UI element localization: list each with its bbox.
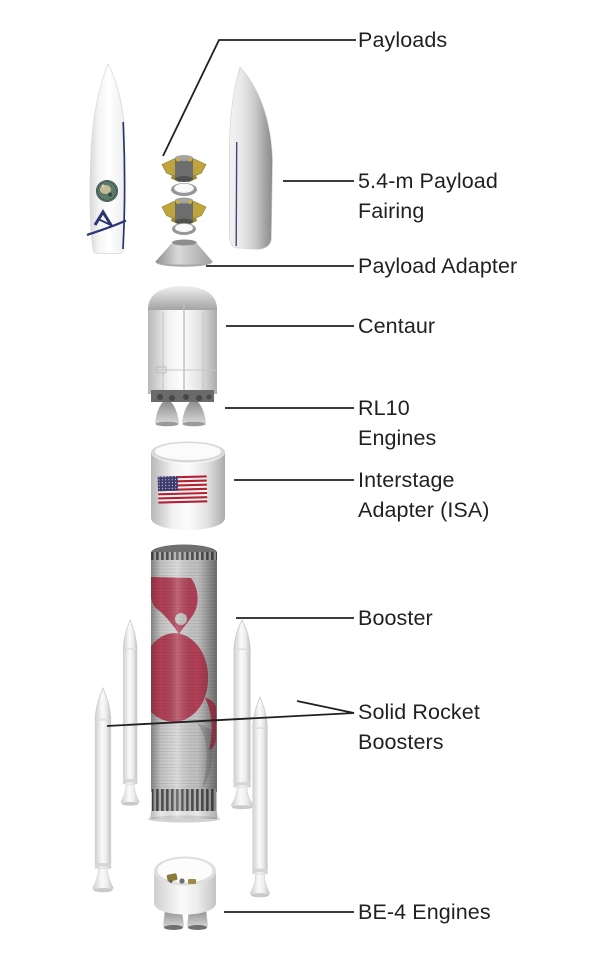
- payload-fairing-right-half-graphic: [229, 66, 273, 250]
- stack-ring-upper: [171, 183, 197, 196]
- label-line: Centaur: [358, 314, 436, 338]
- label-line: Booster: [358, 606, 433, 630]
- leader-line-srb: [106, 700, 355, 727]
- label-be4-engines: BE-4 Engines: [358, 897, 491, 927]
- label-interstage-adapter: Interstage Adapter (ISA): [358, 465, 490, 525]
- label-payload-fairing: 5.4-m Payload Fairing: [358, 166, 498, 226]
- fairing-accent-stripe: [235, 141, 238, 247]
- rl10-engines-graphic: [155, 402, 206, 427]
- fairing-logo: [86, 209, 127, 237]
- booster-graphic: [148, 544, 220, 823]
- label-line: 5.4-m Payload: [358, 169, 498, 193]
- srb-right-front: [249, 696, 271, 898]
- payload-satellite-lower: [161, 197, 207, 226]
- label-centaur: Centaur: [358, 311, 435, 341]
- be4-nozzles: [163, 910, 208, 930]
- label-line: BE-4 Engines: [358, 900, 491, 924]
- us-flag: [157, 475, 208, 504]
- interstage-adapter-graphic: [151, 441, 225, 530]
- label-line: Payload Adapter: [358, 254, 518, 278]
- label-line: Engines: [358, 426, 437, 450]
- label-line: Interstage: [358, 468, 455, 492]
- srb-left-rear: [120, 619, 140, 807]
- payload-adapter-graphic: [155, 239, 213, 267]
- label-payload-adapter: Payload Adapter: [358, 251, 517, 281]
- fairing-accent-stripe: [122, 121, 126, 250]
- label-solid-rocket-boosters: Solid Rocket Boosters: [358, 697, 480, 757]
- mission-patch: [96, 180, 118, 202]
- label-line: Solid Rocket: [358, 700, 480, 724]
- be4-turbomachinery: [166, 873, 196, 884]
- be4-engine-section-graphic: [154, 856, 216, 930]
- label-line: Adapter (ISA): [358, 498, 490, 522]
- centaur-graphic: [148, 286, 217, 427]
- label-payloads: Payloads: [358, 25, 447, 55]
- label-line: Fairing: [358, 199, 425, 223]
- label-rl10-engines: RL10 Engines: [358, 393, 436, 453]
- payload-fairing-left-half-graphic: [86, 63, 127, 254]
- label-line: Payloads: [358, 28, 448, 52]
- payloads-graphic: [161, 154, 207, 235]
- label-line: RL10: [358, 396, 410, 420]
- stack-ring-lower: [172, 223, 196, 235]
- label-booster: Booster: [358, 603, 433, 633]
- label-line: Boosters: [358, 730, 444, 754]
- srb-right-rear: [230, 619, 254, 810]
- srb-left-front: [91, 687, 115, 893]
- leader-line-payloads: [162, 39, 356, 157]
- payload-satellite-upper: [161, 154, 207, 183]
